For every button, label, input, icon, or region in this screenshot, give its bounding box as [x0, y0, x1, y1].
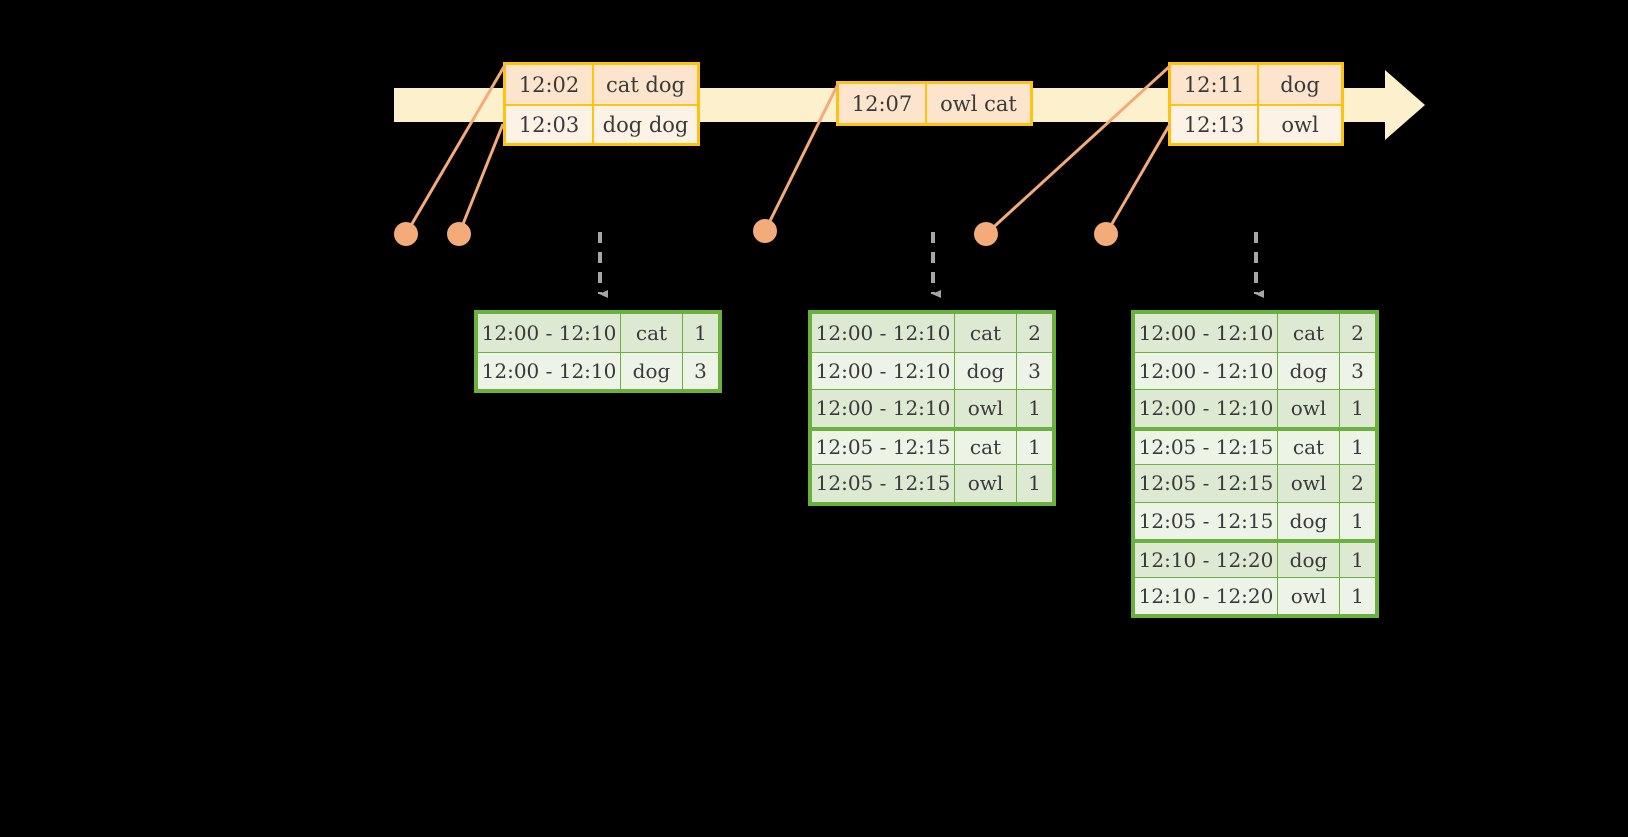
count-cell: 2: [1340, 465, 1375, 502]
marker-5: [1094, 222, 1118, 246]
event-value: owl cat: [927, 84, 1030, 123]
event-time: 12:03: [506, 106, 594, 143]
marker-4: [974, 222, 998, 246]
window-cell: 12:10 - 12:20: [1135, 543, 1278, 577]
event-time: 12:11: [1171, 65, 1259, 104]
event-group-3: 12:11 dog 12:13 owl: [1168, 62, 1344, 146]
key-cell: dog: [1278, 543, 1340, 577]
count-cell: 3: [1017, 352, 1052, 389]
key-cell: cat: [1278, 430, 1340, 464]
window-cell: 12:05 - 12:15: [812, 430, 955, 464]
event-row: 12:03 dog dog: [506, 104, 697, 143]
marker-1: [394, 222, 418, 246]
window-cell: 12:00 - 12:10: [812, 314, 955, 352]
window-cell: 12:05 - 12:15: [1135, 502, 1278, 539]
key-cell: owl: [955, 465, 1017, 502]
count-cell: 3: [1340, 352, 1375, 389]
key-cell: owl: [1278, 390, 1340, 427]
key-cell: dog: [955, 352, 1017, 389]
event-row: 12:07 owl cat: [839, 84, 1030, 123]
key-cell: cat: [1278, 314, 1340, 352]
window-cell: 12:00 - 12:10: [812, 352, 955, 389]
count-cell: 1: [1340, 502, 1375, 539]
window-cell: 12:05 - 12:15: [1135, 465, 1278, 502]
window-cell: 12:00 - 12:10: [478, 352, 621, 389]
event-row: 12:11 dog: [1171, 65, 1341, 104]
count-cell: 1: [1340, 577, 1375, 614]
count-cell: 2: [1017, 314, 1052, 352]
count-cell: 1: [1340, 390, 1375, 427]
window-cell: 12:05 - 12:15: [812, 465, 955, 502]
marker-2: [447, 222, 471, 246]
window-cell: 12:00 - 12:10: [812, 390, 955, 427]
event-group-1: 12:02 cat dog 12:03 dog dog: [503, 62, 700, 146]
connector-2: [457, 123, 505, 235]
event-time: 12:13: [1171, 106, 1259, 143]
count-cell: 1: [1340, 543, 1375, 577]
window-cell: 12:00 - 12:10: [1135, 390, 1278, 427]
event-value: cat dog: [594, 65, 697, 104]
event-time: 12:07: [839, 84, 927, 123]
marker-3: [753, 219, 777, 243]
connector-5: [1104, 123, 1172, 235]
window-cell: 12:00 - 12:10: [1135, 352, 1278, 389]
key-cell: owl: [955, 390, 1017, 427]
event-value: dog: [1259, 65, 1341, 104]
count-cell: 1: [1017, 390, 1052, 427]
count-cell: 2: [1340, 314, 1375, 352]
count-cell: 1: [1017, 465, 1052, 502]
window-cell: 12:00 - 12:10: [1135, 314, 1278, 352]
event-value: owl: [1259, 106, 1341, 143]
key-cell: cat: [621, 314, 683, 352]
event-time: 12:02: [506, 65, 594, 104]
window-cell: 12:10 - 12:20: [1135, 577, 1278, 614]
key-cell: dog: [1278, 502, 1340, 539]
event-value: dog dog: [594, 106, 697, 143]
key-cell: owl: [1278, 465, 1340, 502]
key-cell: cat: [955, 314, 1017, 352]
count-cell: 3: [683, 352, 718, 389]
count-cell: 1: [1017, 430, 1052, 464]
key-cell: dog: [1278, 352, 1340, 389]
key-cell: cat: [955, 430, 1017, 464]
window-cell: 12:00 - 12:10: [478, 314, 621, 352]
event-row: 12:02 cat dog: [506, 65, 697, 104]
key-cell: dog: [621, 352, 683, 389]
count-cell: 1: [683, 314, 718, 352]
key-cell: owl: [1278, 577, 1340, 614]
event-group-2: 12:07 owl cat: [836, 81, 1033, 126]
timeline-arrowhead-icon: [1385, 70, 1425, 140]
window-cell: 12:05 - 12:15: [1135, 430, 1278, 464]
event-row: 12:13 owl: [1171, 104, 1341, 143]
count-cell: 1: [1340, 430, 1375, 464]
